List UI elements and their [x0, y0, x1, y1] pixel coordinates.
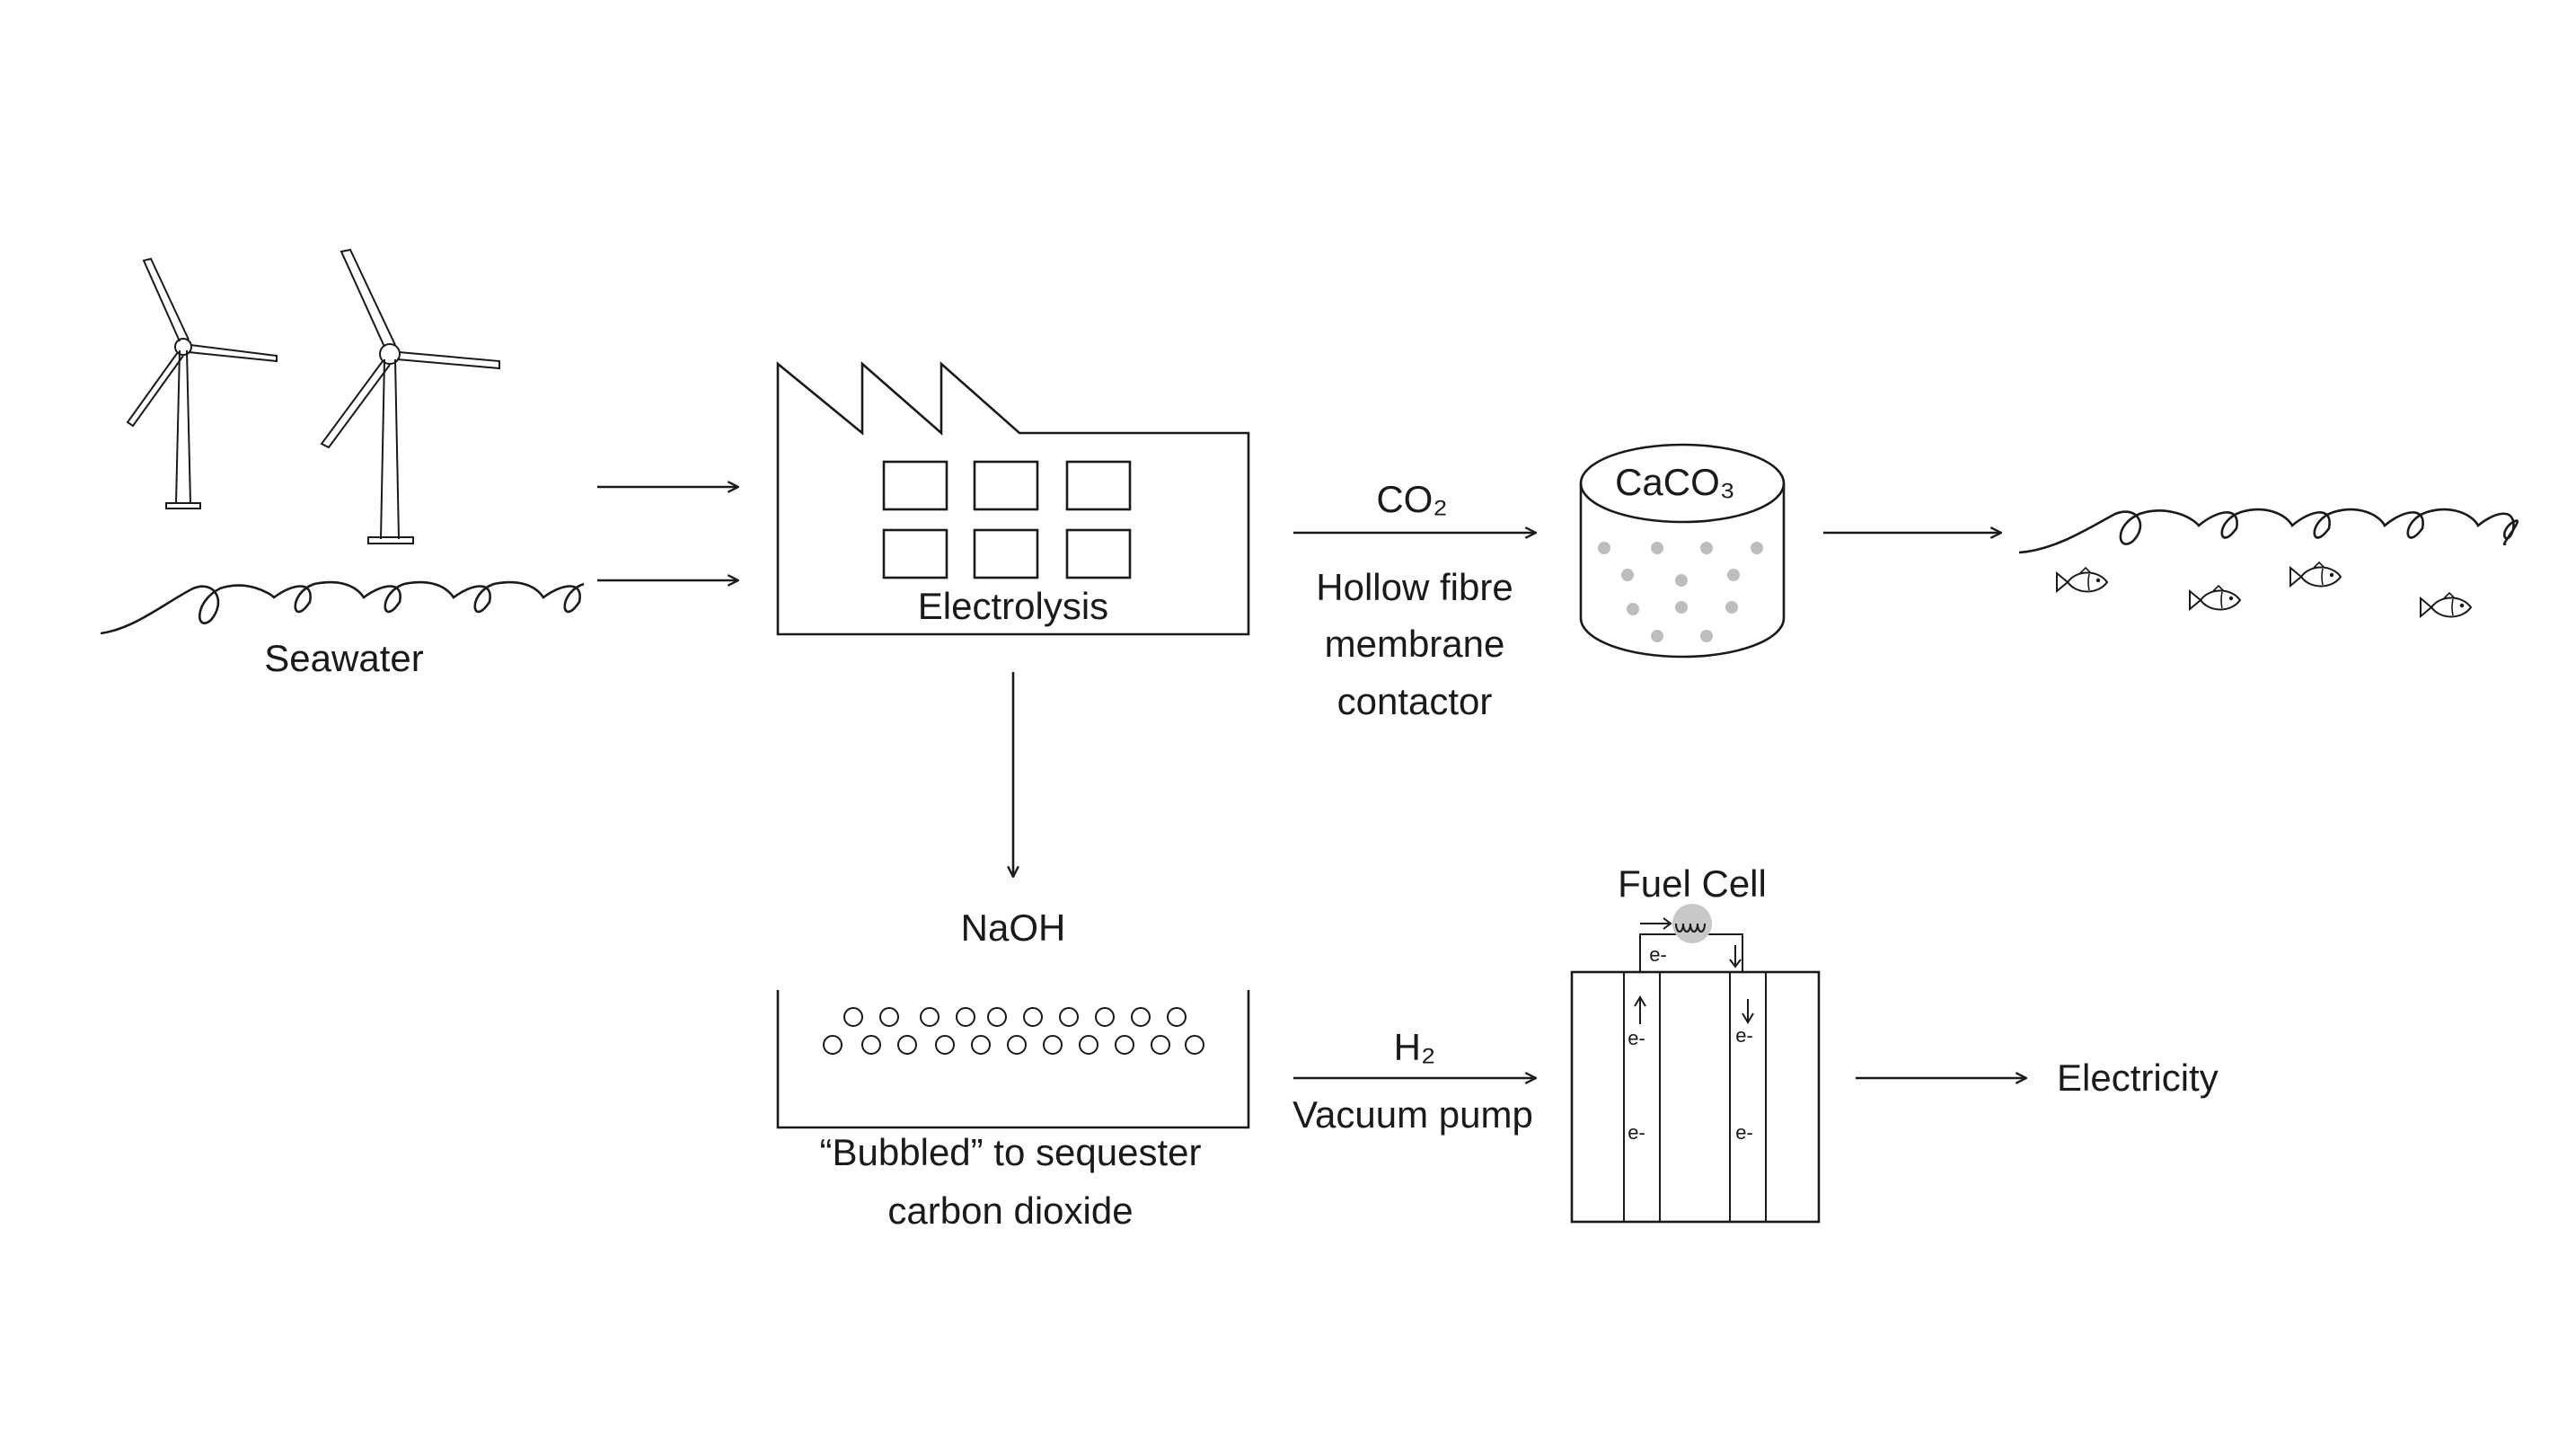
fuel-cell-icon — [1570, 904, 1821, 1224]
membrane-label-line2: membrane — [1325, 623, 1505, 665]
seawater-label: Seawater — [264, 637, 423, 679]
electricity-label: Electricity — [2057, 1057, 2219, 1099]
membrane-label-line3: contactor — [1337, 680, 1493, 722]
vacuum-pump-label: Vacuum pump — [1292, 1093, 1533, 1136]
fish-icon — [2056, 561, 2472, 618]
h2-label: H₂ — [1394, 1026, 1436, 1068]
naoh-label: NaOH — [961, 906, 1066, 949]
co2-label: CO₂ — [1376, 478, 1447, 520]
electrolysis-label: Electrolysis — [918, 585, 1108, 627]
bubble-tank-icon — [776, 990, 1250, 1129]
wind-turbine-icon — [126, 248, 500, 544]
caco3-label: CaCO₃ — [1615, 461, 1735, 503]
fuel-cell-label: Fuel Cell — [1618, 862, 1767, 905]
factory-icon — [776, 361, 1250, 636]
membrane-label-line1: Hollow fibre — [1316, 566, 1513, 608]
wave-icon — [100, 580, 585, 635]
electron-label: e- — [1649, 943, 1667, 966]
wave-icon — [2018, 508, 2519, 554]
bubbled-label-line2: carbon dioxide — [887, 1189, 1133, 1232]
electron-label: e- — [1735, 1024, 1753, 1047]
bubbled-label-line1: “Bubbled” to sequester — [820, 1131, 1202, 1173]
electron-label: e- — [1628, 1027, 1645, 1049]
cylinder-tank-icon — [1579, 443, 1786, 659]
electron-label: e- — [1735, 1121, 1753, 1144]
electron-label: e- — [1628, 1121, 1645, 1144]
